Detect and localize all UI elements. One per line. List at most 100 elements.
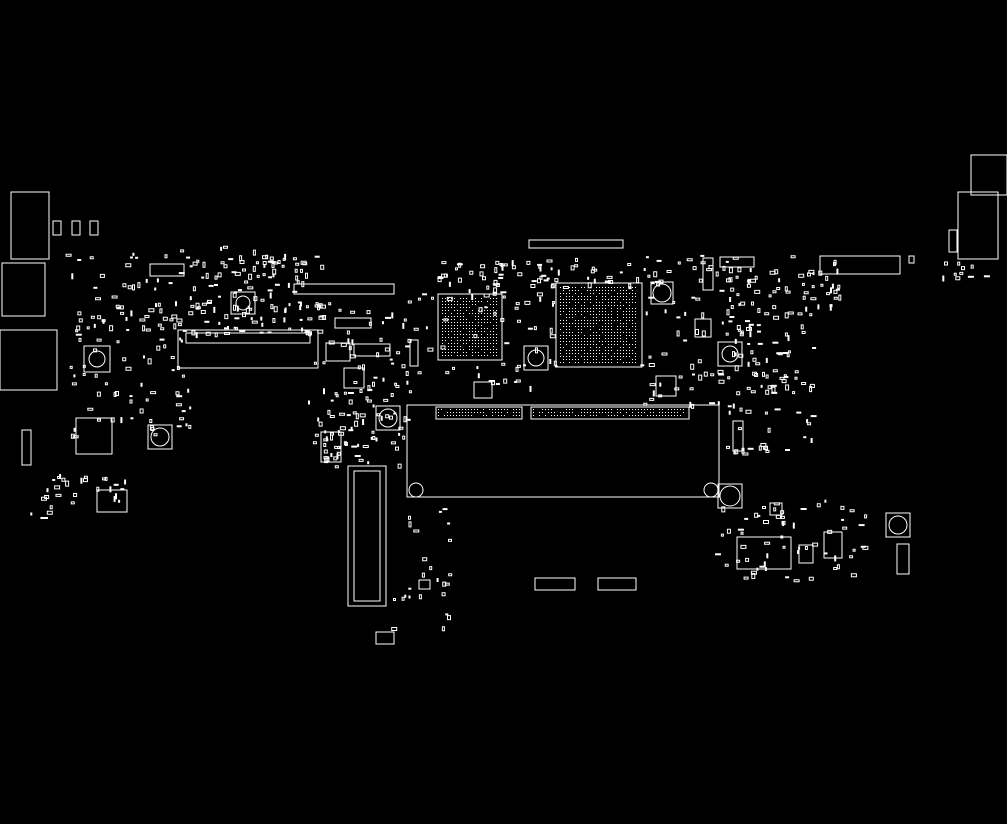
passive-component[interactable] bbox=[284, 318, 285, 322]
passive-component[interactable] bbox=[367, 311, 370, 314]
passive-component[interactable] bbox=[348, 339, 349, 344]
passive-component[interactable] bbox=[518, 320, 521, 322]
passive-component[interactable] bbox=[442, 262, 446, 264]
passive-component[interactable] bbox=[773, 306, 776, 309]
passive-component[interactable] bbox=[105, 383, 107, 385]
passive-component[interactable] bbox=[802, 332, 805, 334]
passive-component[interactable] bbox=[704, 372, 707, 376]
component-outline[interactable] bbox=[178, 330, 318, 368]
component-outline[interactable] bbox=[524, 346, 548, 370]
passive-component[interactable] bbox=[810, 314, 812, 316]
passive-component[interactable] bbox=[374, 377, 377, 378]
component-outline[interactable] bbox=[889, 516, 907, 534]
passive-component[interactable] bbox=[605, 281, 610, 282]
passive-component[interactable] bbox=[347, 331, 349, 334]
passive-component[interactable] bbox=[496, 261, 499, 264]
passive-component[interactable] bbox=[795, 377, 797, 379]
passive-component[interactable] bbox=[380, 338, 382, 341]
passive-component[interactable] bbox=[131, 257, 133, 258]
passive-component[interactable] bbox=[654, 272, 657, 277]
component-outline[interactable] bbox=[89, 351, 105, 367]
passive-component[interactable] bbox=[469, 290, 470, 293]
component-outline[interactable] bbox=[97, 490, 127, 512]
passive-component[interactable] bbox=[58, 477, 60, 479]
passive-component[interactable] bbox=[588, 277, 589, 279]
passive-component[interactable] bbox=[748, 344, 750, 345]
passive-component[interactable] bbox=[443, 582, 446, 586]
passive-component[interactable] bbox=[745, 518, 748, 519]
passive-component[interactable] bbox=[225, 333, 230, 335]
passive-component[interactable] bbox=[765, 412, 767, 414]
passive-component[interactable] bbox=[727, 529, 730, 533]
component-outline[interactable] bbox=[799, 545, 813, 563]
passive-component[interactable] bbox=[834, 290, 837, 293]
passive-component[interactable] bbox=[233, 293, 236, 297]
passive-component[interactable] bbox=[360, 414, 365, 417]
passive-component[interactable] bbox=[353, 412, 356, 414]
passive-component[interactable] bbox=[446, 372, 449, 374]
passive-component[interactable] bbox=[649, 364, 654, 367]
passive-component[interactable] bbox=[761, 385, 762, 387]
passive-component[interactable] bbox=[78, 260, 81, 261]
passive-component[interactable] bbox=[805, 547, 807, 550]
passive-component[interactable] bbox=[459, 263, 461, 267]
passive-component[interactable] bbox=[729, 411, 730, 414]
passive-component[interactable] bbox=[156, 304, 157, 307]
passive-component[interactable] bbox=[268, 290, 272, 291]
passive-component[interactable] bbox=[748, 280, 751, 282]
passive-component[interactable] bbox=[76, 330, 78, 332]
memory-slot-pins[interactable] bbox=[531, 407, 689, 419]
passive-component[interactable] bbox=[263, 262, 266, 265]
memory-slot-pins[interactable] bbox=[436, 407, 522, 419]
component-outline[interactable] bbox=[897, 544, 909, 574]
passive-component[interactable] bbox=[650, 398, 654, 400]
passive-component[interactable] bbox=[141, 383, 142, 386]
passive-component[interactable] bbox=[116, 392, 119, 396]
passive-component[interactable] bbox=[264, 265, 265, 267]
passive-component[interactable] bbox=[502, 363, 505, 365]
passive-component[interactable] bbox=[496, 384, 499, 385]
passive-component[interactable] bbox=[202, 277, 204, 278]
passive-component[interactable] bbox=[273, 319, 275, 323]
passive-component[interactable] bbox=[741, 302, 745, 305]
passive-component[interactable] bbox=[696, 298, 700, 300]
passive-component[interactable] bbox=[763, 372, 765, 376]
passive-component[interactable] bbox=[751, 391, 755, 393]
passive-component[interactable] bbox=[729, 321, 732, 322]
passive-component[interactable] bbox=[677, 317, 680, 318]
component-outline[interactable] bbox=[379, 409, 397, 427]
passive-component[interactable] bbox=[383, 378, 384, 381]
passive-component[interactable] bbox=[731, 288, 734, 291]
passive-component[interactable] bbox=[55, 486, 60, 489]
passive-component[interactable] bbox=[733, 352, 735, 357]
passive-component[interactable] bbox=[772, 387, 775, 392]
passive-component[interactable] bbox=[575, 265, 578, 267]
component-outline[interactable] bbox=[598, 578, 636, 590]
passive-component[interactable] bbox=[962, 267, 965, 270]
passive-component[interactable] bbox=[408, 339, 411, 342]
passive-component[interactable] bbox=[834, 568, 837, 570]
passive-component[interactable] bbox=[478, 374, 479, 378]
passive-component[interactable] bbox=[363, 365, 365, 370]
passive-component[interactable] bbox=[189, 312, 193, 315]
passive-component[interactable] bbox=[492, 381, 495, 385]
passive-component[interactable] bbox=[114, 496, 115, 501]
passive-component[interactable] bbox=[702, 331, 705, 336]
passive-component[interactable] bbox=[116, 305, 119, 307]
passive-component[interactable] bbox=[809, 270, 814, 273]
passive-component[interactable] bbox=[551, 268, 552, 270]
passive-component[interactable] bbox=[94, 324, 95, 327]
passive-component[interactable] bbox=[296, 276, 298, 280]
passive-component[interactable] bbox=[813, 273, 814, 275]
passive-component[interactable] bbox=[318, 418, 319, 421]
passive-component[interactable] bbox=[739, 354, 743, 357]
passive-component[interactable] bbox=[516, 367, 518, 371]
passive-component[interactable] bbox=[512, 266, 515, 269]
passive-component[interactable] bbox=[783, 546, 785, 548]
passive-component[interactable] bbox=[767, 554, 768, 558]
passive-component[interactable] bbox=[283, 258, 285, 260]
passive-component[interactable] bbox=[786, 291, 790, 293]
passive-component[interactable] bbox=[821, 284, 823, 286]
passive-component[interactable] bbox=[409, 516, 411, 519]
passive-component[interactable] bbox=[484, 294, 489, 297]
